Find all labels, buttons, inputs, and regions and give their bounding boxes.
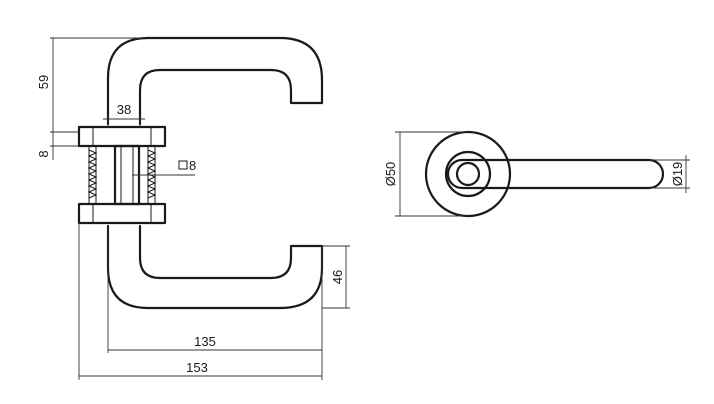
spindle-square-callout: 8: [132, 158, 196, 176]
rose-outer-circle: [424, 130, 512, 218]
lower-lever: [106, 224, 324, 310]
dimension-8: 8: [36, 132, 79, 160]
front-view: Ø50 Ø19: [383, 130, 690, 218]
dimension-38: 38: [103, 102, 145, 127]
dimension-d19: Ø19: [649, 155, 690, 193]
upper-rose: [77, 125, 167, 148]
spindle-size-label: 8: [189, 158, 196, 173]
dimension-153: 153: [78, 223, 323, 380]
lower-rose: [77, 202, 167, 225]
dimension-59: 59: [36, 37, 145, 133]
dimension-135: 135: [107, 226, 323, 353]
upper-lever: [106, 36, 324, 126]
dimension-d50: Ø50: [383, 131, 468, 217]
dim-d50-label: Ø50: [383, 162, 398, 187]
fixing-bolt-left: [87, 146, 98, 204]
dim-8-label: 8: [36, 150, 51, 157]
front-lever-bar: [446, 158, 665, 190]
side-view: 59 8 38 8 46: [36, 36, 350, 380]
neck-circle: [455, 161, 481, 187]
dim-38-label: 38: [117, 102, 131, 117]
dim-153-label: 153: [186, 360, 208, 375]
dim-59-label: 59: [36, 75, 51, 89]
square-spindle-icon: [178, 160, 188, 170]
dim-135-label: 135: [194, 334, 216, 349]
dim-46-label: 46: [330, 270, 345, 284]
dim-d19-label: Ø19: [670, 162, 685, 187]
dimension-46: 46: [322, 245, 350, 309]
rose-inner-circle: [444, 150, 492, 198]
